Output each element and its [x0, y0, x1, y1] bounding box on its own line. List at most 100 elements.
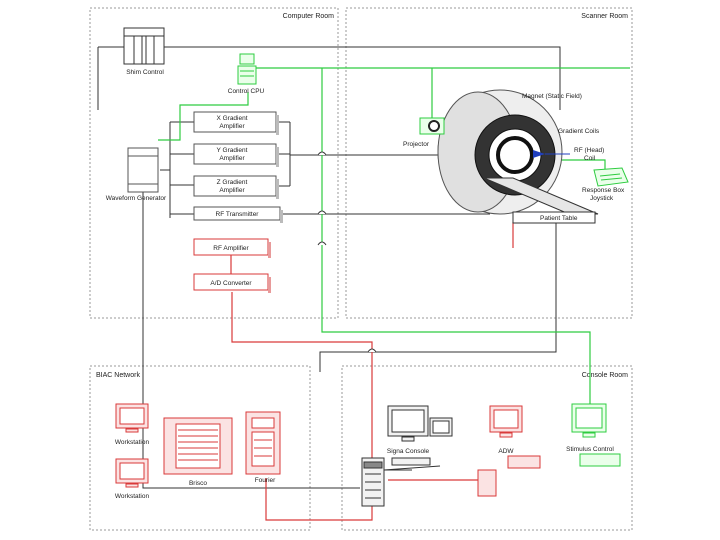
- hop-4: [367, 348, 377, 353]
- scanner-room-label: Scanner Room: [581, 13, 628, 20]
- console-room-label: Console Room: [582, 372, 628, 379]
- stimulus-control-label: Stimulus Control: [566, 446, 614, 453]
- waveform-generator-icon: [127, 147, 159, 193]
- ws1-base: [125, 428, 139, 433]
- joystick-keyboard-icon: [593, 167, 629, 187]
- adw-label: ADW: [498, 448, 514, 455]
- patient-table-front: [512, 211, 596, 224]
- joystick-key-1: [599, 173, 621, 177]
- gradient-coils-label: Gradient Coils: [558, 128, 600, 135]
- magnet-label: Magnet (Static Field): [522, 93, 582, 100]
- adw-keyboard: [507, 455, 541, 469]
- computer-room-label: Computer Room: [283, 13, 335, 20]
- cpu-to-waveform: [158, 92, 249, 141]
- rf-coil-label-line1: RF (Head): [574, 147, 604, 154]
- biac-network-label: BIAC Network: [96, 372, 140, 379]
- amplifier-x-shadow: [276, 115, 279, 135]
- amplifier-z-line1: Z Gradient: [217, 179, 248, 186]
- adw-stand: [499, 432, 513, 438]
- workstation-2-label: Workstation: [115, 493, 150, 500]
- region-borders: [89, 7, 633, 531]
- signa-monitor-large-stand: [401, 436, 415, 442]
- computer-room-region: [89, 7, 339, 319]
- scanner-down-cable: [319, 220, 557, 372]
- adw-monitor-icon: [477, 405, 541, 497]
- ws2-screen: [119, 462, 145, 480]
- adc-signal-line: [231, 292, 373, 470]
- rf-amplifier-label: RF Amplifier: [213, 245, 249, 252]
- rf-transmitter: RF Transmitter: [193, 206, 283, 223]
- stim-stand: [582, 432, 596, 438]
- crossing-hops: [317, 151, 377, 353]
- shim-top-cable: [98, 46, 561, 110]
- adw-signal-line: [388, 470, 487, 481]
- amplifier-y-line1: Y Gradient: [217, 147, 248, 154]
- waveform-body: [127, 147, 159, 193]
- shim-rack-door-left: [133, 35, 143, 65]
- hop-3: [317, 241, 327, 246]
- hop-2: [317, 210, 327, 215]
- cpu-monitor: [239, 53, 255, 65]
- amplifier-x: X Gradient Amplifier: [193, 111, 279, 135]
- amplifier-x-line1: X Gradient: [216, 115, 247, 122]
- workstation-1-icon: [115, 403, 149, 433]
- biac-network-region: [89, 365, 311, 531]
- ws2-base: [125, 483, 139, 488]
- projector-label: Projector: [403, 141, 430, 148]
- shim-rack-door-right: [145, 35, 155, 65]
- fourier-server-icon: [245, 411, 281, 475]
- projector-icon: [419, 117, 445, 135]
- adw-screen: [493, 409, 519, 429]
- ad-converter-label: A/D Converter: [210, 280, 252, 287]
- response-box-label-line2: Joystick: [590, 195, 614, 202]
- fourier-label: Fourier: [255, 477, 276, 484]
- joystick-box: [593, 167, 629, 187]
- rf-transmitter-shadow: [280, 210, 283, 223]
- amplifier-z-shadow: [276, 179, 279, 199]
- response-box-line: [560, 159, 606, 170]
- fourier-panel-top: [251, 417, 275, 429]
- brisco-server-icon: [163, 417, 233, 475]
- fourier-signal-line: [265, 478, 373, 521]
- rf-coil-accent: [533, 150, 545, 158]
- rf-coil-label-line2: Coil: [584, 155, 596, 162]
- main-network-line: [321, 68, 591, 405]
- cables: [97, 46, 561, 489]
- cpu-body: [237, 65, 257, 85]
- signa-console-label: Signa Console: [387, 448, 430, 455]
- rf-coil-ring: [496, 136, 534, 174]
- console-room-region: [341, 365, 633, 531]
- adw-small-tower: [477, 469, 497, 497]
- shim-control-label: Shim Control: [126, 69, 164, 76]
- stimulus-control-monitor-icon: [571, 403, 621, 467]
- ad-converter: A/D Converter: [193, 273, 271, 293]
- amplifier-y: Y Gradient Amplifier: [193, 143, 279, 167]
- control-cpu-label: Control CPU: [228, 88, 265, 95]
- patient-table-icon: [483, 177, 599, 224]
- amplifier-y-shadow: [276, 147, 279, 167]
- signa-console-monitors-icon: [387, 405, 453, 466]
- rf-amplifier-shadow: [268, 242, 271, 258]
- amplifier-bracket: [160, 121, 490, 218]
- amplifier-y-line2: Amplifier: [219, 155, 245, 162]
- stim-screen: [575, 407, 603, 429]
- response-box-label-line1: Response Box: [582, 187, 625, 194]
- shim-rack-body: [123, 27, 165, 65]
- joystick-key-2: [600, 177, 623, 181]
- patient-table-top: [483, 177, 599, 215]
- rf-transmitter-label: RF Transmitter: [216, 211, 260, 218]
- amplifier-x-line2: Amplifier: [219, 123, 245, 130]
- signa-keyboard-cable: [383, 465, 441, 471]
- fourier-panel-mid: [251, 431, 275, 467]
- projector-lens: [428, 120, 440, 132]
- hop-1: [317, 151, 327, 156]
- ad-converter-shadow: [268, 277, 271, 293]
- waveform-generator-label: Waveform Generator: [106, 195, 167, 202]
- signa-keyboard: [391, 457, 431, 466]
- signa-monitor-large-screen: [391, 409, 425, 433]
- signa-tower-top: [363, 461, 383, 469]
- workstation-2-icon: [115, 458, 149, 488]
- waveform-left-cable: [142, 192, 360, 489]
- signa-monitor-small-screen: [432, 420, 450, 434]
